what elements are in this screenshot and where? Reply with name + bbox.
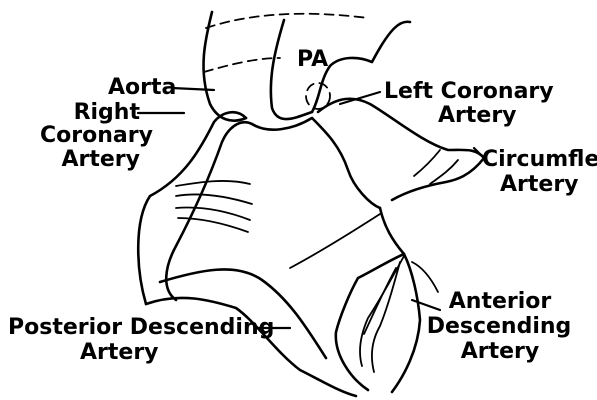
posterior-descending-label-line1: Posterior Descending <box>8 316 274 340</box>
right-coronary-label-line1: Right <box>60 101 140 125</box>
left-coronary-label-line2: Artery <box>438 104 517 128</box>
left-coronary-leader <box>340 92 380 104</box>
circumflex-label-line1: Circumflex <box>482 148 597 172</box>
right-coronary-label-line3: Artery <box>40 148 140 172</box>
circumflex-label-line2: Artery <box>500 173 579 197</box>
aorta-label: Aorta <box>108 76 176 100</box>
aorta-leader <box>172 88 214 90</box>
anterior-descending-label-line2: Descending <box>424 315 574 339</box>
right-coronary-label-line2: Coronary <box>40 124 140 148</box>
anterior-descending-label-line1: Anterior <box>430 290 570 314</box>
anterior-descending-label-line3: Artery <box>430 340 570 364</box>
pa-label: PA <box>297 48 328 72</box>
left-coronary-label-line1: Left Coronary <box>384 80 554 104</box>
posterior-descending-label-line2: Artery <box>80 341 159 365</box>
